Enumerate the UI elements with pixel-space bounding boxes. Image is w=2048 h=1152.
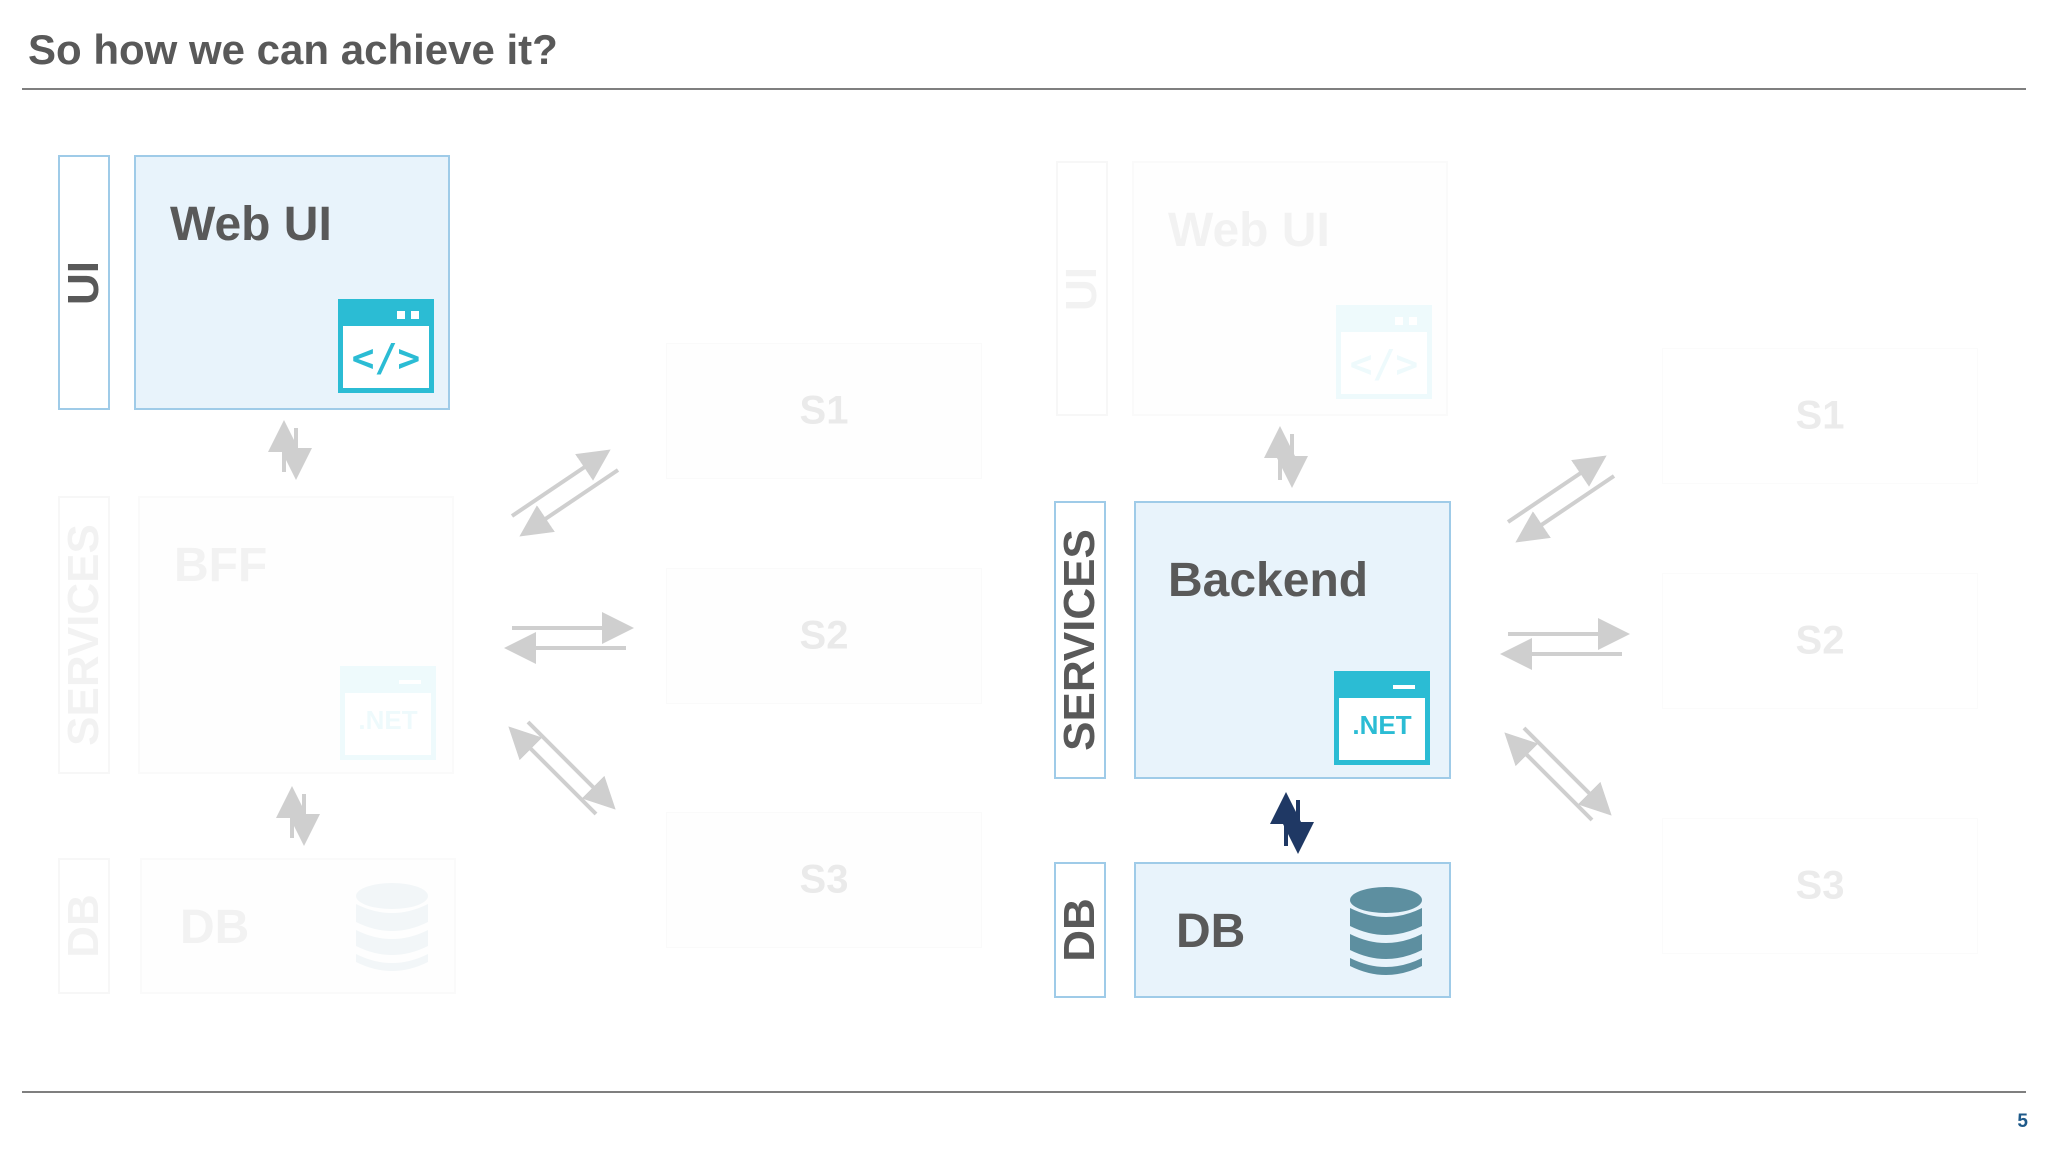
code-window-icon: </> [1336, 305, 1432, 399]
page-title: So how we can achieve it? [28, 26, 558, 73]
service-s1-label: S1 [799, 388, 849, 433]
service-s2-box: S2 [666, 568, 982, 704]
backend-db-arrows [1270, 792, 1314, 854]
backend-title: Backend [1168, 554, 1369, 607]
layer-label-ui: UI [58, 155, 110, 410]
service-s2-box-right: S2 [1662, 573, 1978, 709]
service-s2-label-right: S2 [1795, 618, 1845, 663]
service-s3-box-right: S3 [1662, 818, 1978, 954]
code-window-icon-text: </> [351, 336, 421, 380]
web-ui-box-right: Web UI </> [1132, 161, 1448, 416]
web-ui-title-right: Web UI [1168, 204, 1330, 257]
backend-box: Backend .NET [1134, 501, 1451, 779]
dotnet-window-icon-text-right: .NET [1352, 710, 1412, 740]
service-s1-label-right: S1 [1795, 393, 1845, 438]
layer-label-db-right: DB [1054, 862, 1106, 998]
service-s3-label-right: S3 [1795, 863, 1845, 908]
db-title-right: DB [1176, 905, 1246, 958]
db-box: DB [140, 858, 456, 994]
database-icon [356, 883, 428, 971]
bff-box: BFF .NET [138, 496, 454, 774]
dotnet-window-icon: .NET [1334, 671, 1430, 765]
db-title: DB [180, 901, 250, 954]
service-s1-box-right: S1 [1662, 348, 1978, 484]
service-s3-label: S3 [799, 857, 849, 902]
code-window-icon: </> [338, 299, 434, 393]
footer-divider [22, 1091, 2026, 1093]
db-box-right: DB [1134, 862, 1451, 998]
layer-label-services: SERVICES [58, 496, 110, 774]
web-ui-box: Web UI </> [134, 155, 450, 410]
code-window-icon-text-right: </> [1349, 342, 1419, 386]
layer-label-db: DB [58, 858, 110, 994]
database-icon [1350, 887, 1422, 975]
web-ui-title: Web UI [170, 198, 332, 251]
bff-title: BFF [174, 539, 268, 592]
title-divider [22, 88, 2026, 90]
layer-label-services-right: SERVICES [1054, 501, 1106, 779]
dotnet-window-icon-text: .NET [358, 705, 418, 735]
layer-label-ui-right: UI [1056, 161, 1108, 416]
page-number: 5 [2017, 1111, 2028, 1132]
service-s3-box: S3 [666, 812, 982, 948]
dotnet-window-icon: .NET [340, 666, 436, 760]
service-s1-box: S1 [666, 343, 982, 479]
service-s2-label: S2 [799, 613, 849, 658]
